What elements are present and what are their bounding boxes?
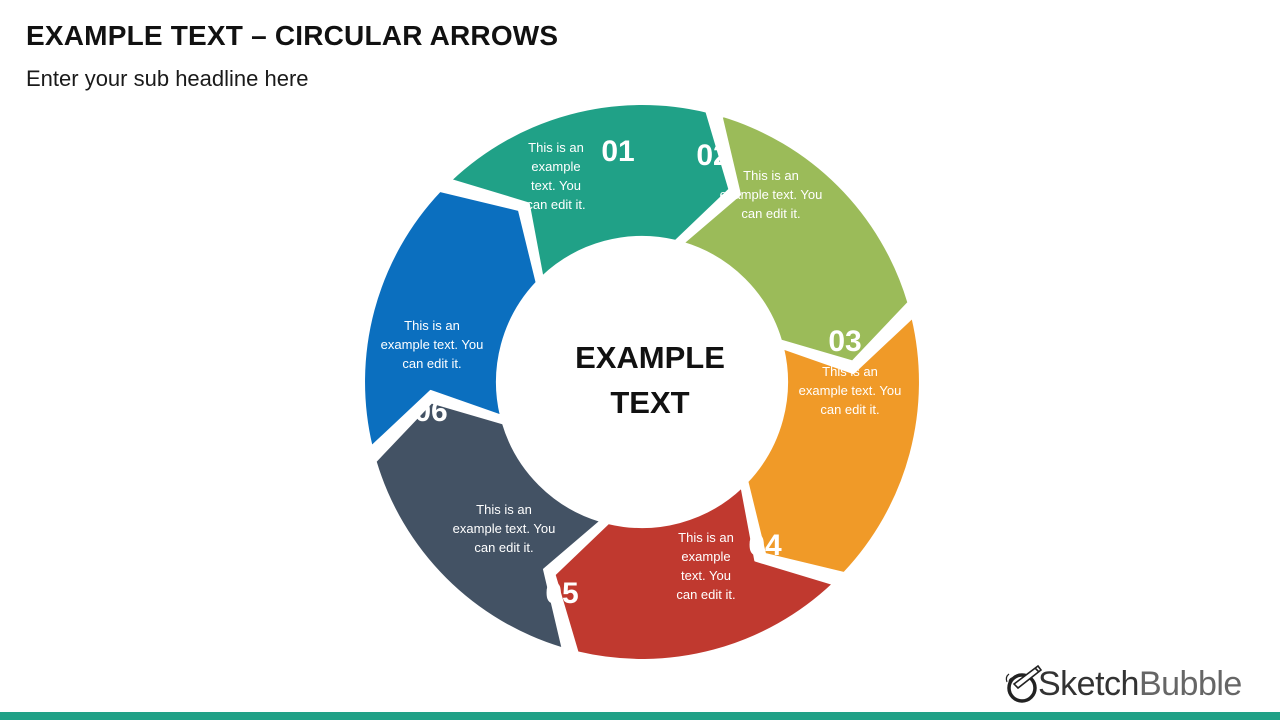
segment-number-04: 04: [748, 529, 782, 562]
segment-text-line: example text. You: [720, 187, 823, 202]
segment-text-line: can edit it.: [474, 540, 533, 555]
segment-text-line: This is an: [404, 318, 460, 333]
segment-text-line: This is an: [476, 502, 532, 517]
segment-text-line: example: [531, 159, 580, 174]
segment-number-02: 02: [696, 139, 729, 172]
pen-bubble-icon: [1005, 664, 1043, 703]
segment-number-01: 01: [601, 135, 634, 168]
segment-text-line: example text. You: [799, 383, 902, 398]
segment-text-line: This is an: [743, 168, 799, 183]
sketchbubble-logo: SketchBubble: [1004, 662, 1242, 706]
segment-text-line: can edit it.: [741, 206, 800, 221]
slide-subtitle: Enter your sub headline here: [26, 66, 309, 91]
logo-text-sketch: Sketch: [1038, 664, 1139, 703]
center-circle: [497, 237, 787, 527]
segment-text-line: example text. You: [381, 337, 484, 352]
segment-text-line: can edit it.: [402, 356, 461, 371]
segment-number-06: 06: [414, 395, 447, 428]
segment-text-02: This is an example text. You can edit it.: [720, 168, 823, 221]
logo-text: SketchBubble: [1038, 665, 1242, 704]
segment-text-line: text. You: [681, 568, 731, 583]
segment-text-line: This is an: [678, 530, 734, 545]
segment-text-line: can edit it.: [526, 197, 585, 212]
segment-text-04: This is an example text. You can edit it.: [676, 530, 735, 602]
segment-text-line: can edit it.: [676, 587, 735, 602]
segment-text-line: can edit it.: [820, 402, 879, 417]
segment-text-line: text. You: [531, 178, 581, 193]
logo-text-bubble: Bubble: [1138, 664, 1242, 703]
bottom-accent-bar: [0, 712, 1280, 720]
segment-number-03: 03: [828, 325, 861, 358]
segment-text-line: This is an: [822, 364, 878, 379]
segment-text-05: This is an example text. You can edit it.: [453, 502, 556, 555]
slide-title: EXAMPLE TEXT – CIRCULAR ARROWS: [26, 20, 559, 51]
segment-text-line: example: [681, 549, 730, 564]
segment-text-03: This is an example text. You can edit it.: [799, 364, 902, 417]
segment-text-01: This is an example text. You can edit it.: [526, 140, 585, 212]
segment-text-line: example text. You: [453, 521, 556, 536]
center-text-line1: EXAMPLE: [575, 340, 725, 375]
center-text-line2: TEXT: [610, 385, 689, 420]
segment-text-line: This is an: [528, 140, 584, 155]
segment-number-05: 05: [545, 577, 578, 610]
segment-text-06: This is an example text. You can edit it.: [381, 318, 484, 371]
